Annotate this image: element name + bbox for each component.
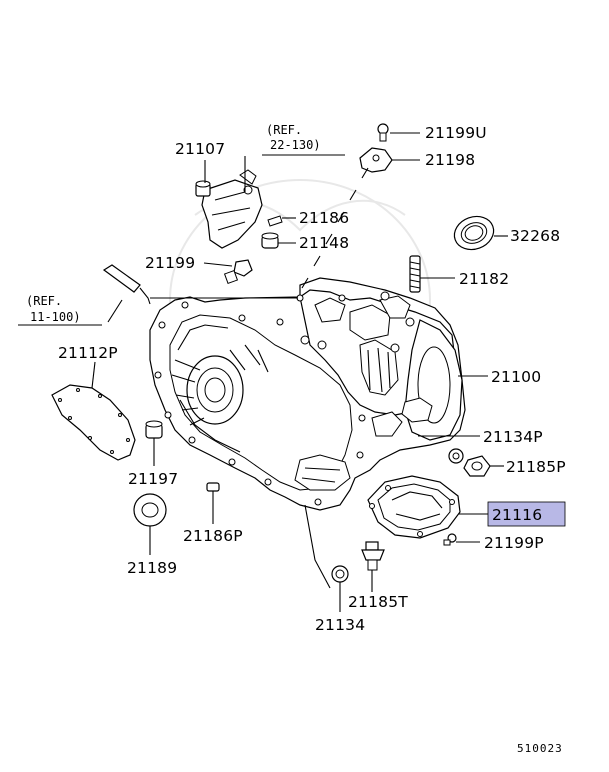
leader-lines — [18, 132, 508, 612]
part-21199-bolt[interactable] — [223, 259, 253, 285]
ref-22-130-label[interactable]: (REF. 22-130) — [266, 123, 321, 152]
ref-11-100-label[interactable]: (REF. 11-100) — [26, 294, 81, 324]
label-21199P[interactable]: 21199P — [484, 534, 544, 552]
part-21148-bushing[interactable] — [261, 232, 279, 249]
label-21107[interactable]: 21107 — [175, 140, 225, 158]
label-21186[interactable]: 21186 — [299, 209, 349, 227]
label-21185P[interactable]: 21185P — [506, 458, 566, 476]
part-21185T-plug[interactable] — [361, 541, 385, 571]
part-21107-bushing[interactable] — [195, 180, 211, 197]
part-21189-washer[interactable] — [133, 493, 167, 527]
label-21198[interactable]: 21198 — [425, 151, 475, 169]
svg-text:22-130): 22-130) — [270, 138, 321, 152]
svg-text:(REF.: (REF. — [26, 294, 62, 308]
part-21134P-washer[interactable] — [448, 448, 464, 464]
part-21186-pin[interactable] — [267, 215, 283, 227]
oil-pan-cover[interactable] — [367, 475, 461, 539]
part-21197-bush[interactable] — [145, 420, 163, 439]
highlight-21116-box — [487, 501, 566, 527]
part-21112P-gasket[interactable] — [51, 384, 136, 461]
part-21134-washer[interactable] — [331, 565, 349, 583]
part-21186P-pin[interactable] — [206, 482, 220, 492]
label-21182[interactable]: 21182 — [459, 270, 509, 288]
part-21199U-bolt[interactable] — [377, 123, 389, 142]
label-21189[interactable]: 21189 — [127, 559, 177, 577]
label-21112P[interactable]: 21112P — [58, 344, 118, 362]
label-21116[interactable]: 21116 — [492, 506, 542, 524]
part-21182-stud[interactable] — [409, 255, 421, 293]
label-21199U[interactable]: 21199U — [425, 124, 487, 142]
label-21148[interactable]: 21148 — [299, 234, 349, 252]
label-32268[interactable]: 32268 — [510, 227, 560, 245]
svg-text:(REF.: (REF. — [266, 123, 302, 137]
part-21199P-bolt[interactable] — [443, 533, 457, 546]
svg-text:11-100): 11-100) — [30, 310, 81, 324]
transmission-case[interactable] — [149, 277, 466, 511]
label-21134[interactable]: 21134 — [315, 616, 365, 634]
part-32268-oil-seal[interactable] — [450, 211, 499, 255]
label-21185T[interactable]: 21185T — [348, 593, 408, 611]
diagram-code: 510023 — [517, 742, 563, 755]
ref-11-100-part[interactable] — [102, 264, 151, 305]
label-21199[interactable]: 21199 — [145, 254, 195, 272]
part-21198-bracket[interactable] — [359, 147, 393, 173]
label-21134P[interactable]: 21134P — [483, 428, 543, 446]
label-21100[interactable]: 21100 — [491, 368, 541, 386]
label-21186P[interactable]: 21186P — [183, 527, 243, 545]
label-21197[interactable]: 21197 — [128, 470, 178, 488]
part-21107-sensor-adapter[interactable] — [201, 169, 263, 249]
part-21185P-plug[interactable] — [463, 455, 491, 477]
